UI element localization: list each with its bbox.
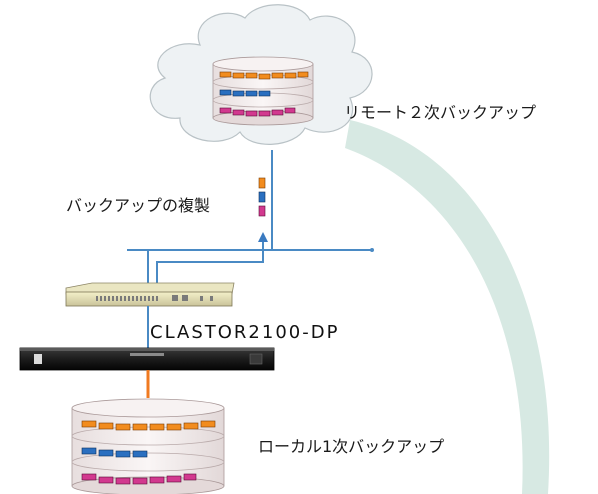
rack-server-icon: [19, 347, 275, 371]
local-storage-icon: [71, 398, 225, 494]
replication-blocks-icon: [258, 177, 266, 217]
backup-appliance-icon: [65, 282, 235, 307]
local-backup-label: ローカル1次バックアップ: [258, 437, 445, 456]
remote-backup-label: リモート２次バックアップ: [344, 103, 537, 122]
product-name-label: CLASTOR2100-DP: [150, 322, 340, 343]
remote-storage-icon: [212, 56, 314, 126]
network-bus: [127, 232, 374, 290]
replication-label: バックアップの複製: [66, 196, 211, 215]
replication-arc: [345, 120, 550, 494]
